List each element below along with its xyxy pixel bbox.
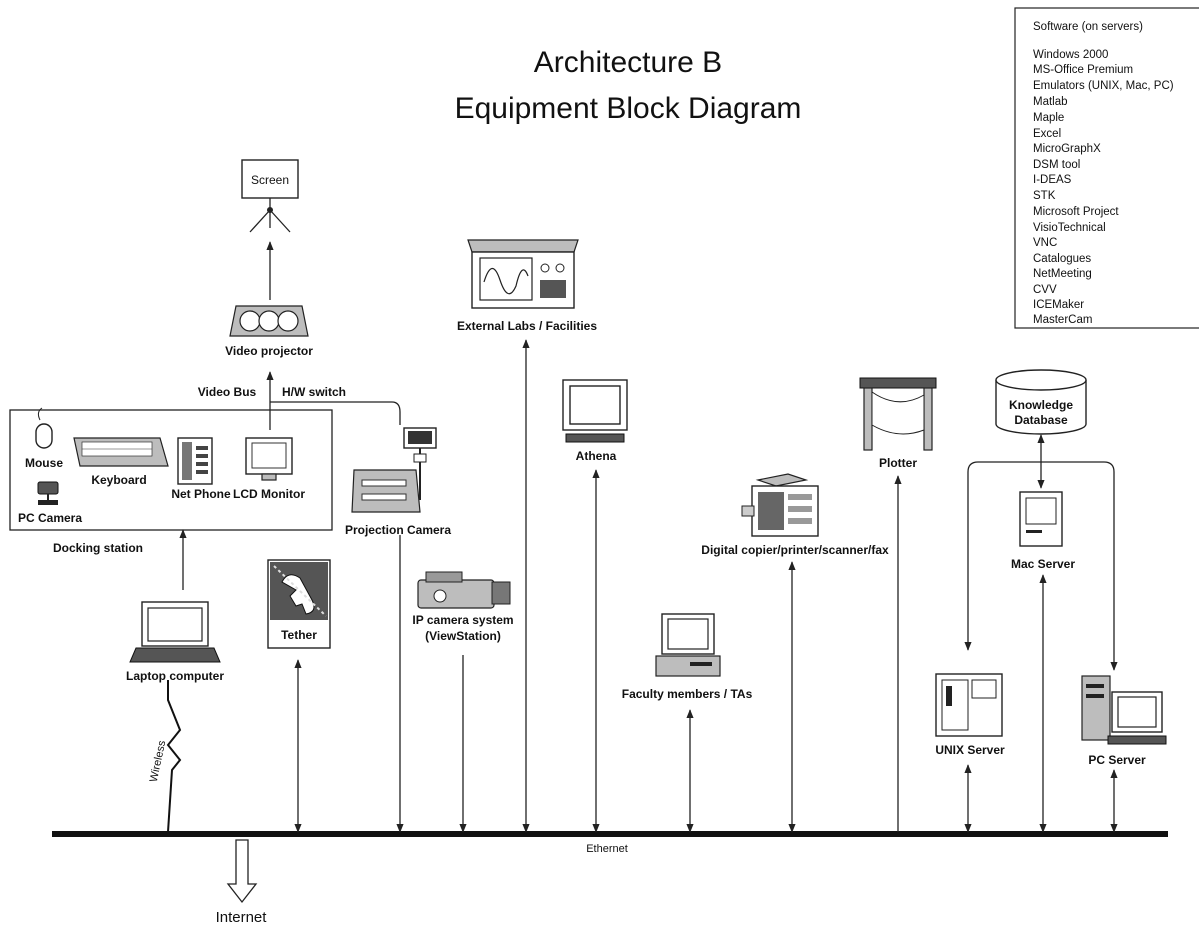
keyboard-node[interactable] [74, 438, 168, 466]
software-item: DSM tool [1033, 159, 1080, 171]
screen-label: Screen [251, 173, 289, 187]
projection-camera-node[interactable] [352, 428, 436, 512]
software-item: STK [1033, 190, 1056, 202]
software-item: Catalogues [1033, 253, 1091, 265]
athena-node[interactable] [563, 380, 627, 442]
software-heading: Software (on servers) [1033, 21, 1143, 33]
mouse-icon [36, 424, 52, 448]
mouse-label: Mouse [25, 456, 63, 470]
knowledge-db-label-line2: Database [1014, 413, 1068, 427]
faculty-label: Faculty members / TAs [622, 687, 753, 701]
ip-camera-node[interactable] [418, 572, 510, 608]
software-item: Emulators (UNIX, Mac, PC) [1033, 80, 1174, 92]
lcd-monitor-label: LCD Monitor [233, 487, 305, 501]
software-item: Excel [1033, 128, 1061, 140]
unix-server-node[interactable] [936, 674, 1002, 736]
pc-camera-node[interactable] [38, 482, 58, 505]
ethernet-bus: Ethernet [52, 834, 1168, 855]
internet-arrow [228, 840, 256, 902]
db-to-unix-link [968, 462, 1041, 650]
net-phone-node[interactable] [178, 438, 212, 484]
software-item: MicroGraphX [1033, 143, 1101, 155]
software-item: MasterCam [1033, 314, 1092, 326]
video-bus-label: Video Bus [198, 385, 257, 399]
software-item: VNC [1033, 237, 1057, 249]
net-phone-label: Net Phone [171, 487, 231, 501]
software-item: VisioTechnical [1033, 222, 1106, 234]
knowledge-db-label-line1: Knowledge [1009, 398, 1073, 412]
pc-camera-icon [38, 482, 58, 494]
software-item: Microsoft Project [1033, 206, 1119, 218]
pc-server-label: PC Server [1088, 753, 1146, 767]
video-projector-node[interactable] [230, 306, 308, 336]
ip-camera-label-line1: IP camera system [412, 613, 513, 627]
digital-copier-label: Digital copier/printer/scanner/fax [701, 543, 889, 557]
plotter-icon [860, 378, 936, 388]
wireless-label: Wireless [148, 739, 169, 783]
software-item: ICEMaker [1033, 299, 1084, 311]
projection-camera-label: Projection Camera [345, 523, 451, 537]
keyboard-label: Keyboard [91, 473, 146, 487]
docking-station-label: Docking station [53, 541, 143, 555]
software-item: MS-Office Premium [1033, 64, 1133, 76]
tether-label: Tether [281, 628, 317, 642]
video-camera-icon [418, 580, 494, 608]
unix-server-label: UNIX Server [935, 743, 1005, 757]
pc-server-node[interactable] [1082, 676, 1166, 744]
ethernet-label: Ethernet [586, 843, 628, 855]
diagram-title-line2: Equipment Block Diagram [455, 92, 802, 125]
laptop-node[interactable] [130, 602, 220, 662]
software-item: I-DEAS [1033, 174, 1072, 186]
screen-node[interactable] [242, 160, 298, 232]
software-item: Windows 2000 [1033, 49, 1108, 61]
mac-server-label: Mac Server [1011, 557, 1075, 571]
lcd-monitor-node[interactable] [246, 438, 292, 480]
video-projector-label: Video projector [225, 344, 313, 358]
external-labs-node[interactable] [468, 240, 578, 308]
mouse-node[interactable] [36, 408, 52, 448]
hw-switch-line [270, 402, 400, 425]
wireless-link [168, 680, 180, 832]
pc-camera-label: PC Camera [18, 511, 82, 525]
diagram-title-line1: Architecture B [534, 46, 722, 79]
digital-copier-node[interactable] [742, 474, 818, 536]
athena-label: Athena [576, 449, 617, 463]
laptop-label: Laptop computer [126, 669, 224, 683]
internet-label: Internet [216, 909, 268, 926]
software-item: Maple [1033, 112, 1064, 124]
software-box: Software (on servers) Windows 2000 MS-Of… [1015, 8, 1199, 328]
faculty-node[interactable] [656, 614, 720, 676]
copier-icon [758, 474, 806, 486]
plotter-node[interactable] [860, 378, 936, 450]
software-item: CVV [1033, 284, 1057, 296]
ip-camera-label-line2: (ViewStation) [425, 629, 501, 643]
software-item: NetMeeting [1033, 268, 1092, 280]
mac-server-node[interactable] [1020, 492, 1062, 546]
software-item: Matlab [1033, 96, 1068, 108]
external-labs-label: External Labs / Facilities [457, 319, 597, 333]
plotter-label: Plotter [879, 456, 917, 470]
hw-switch-label: H/W switch [282, 385, 346, 399]
